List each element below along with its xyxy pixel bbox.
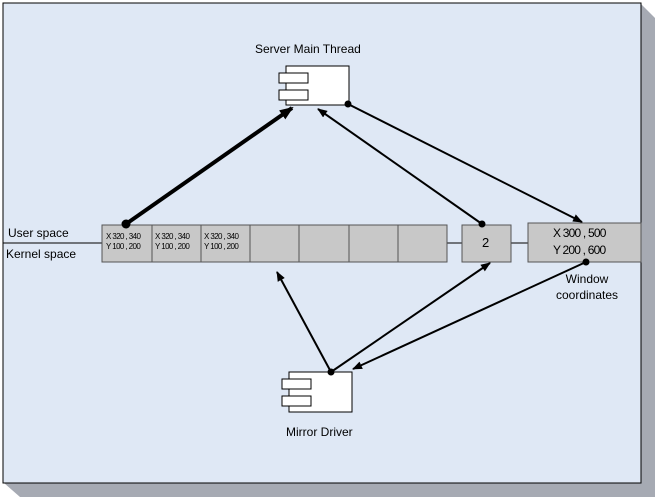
connector-dot bbox=[344, 100, 352, 108]
arrow-window-to-mirror bbox=[352, 261, 587, 370]
user-space-label: User space bbox=[8, 226, 69, 240]
arrow-server-to-window bbox=[347, 103, 583, 223]
arrow-count-to-server bbox=[317, 108, 483, 225]
server-component-icon bbox=[278, 65, 350, 106]
window-coords-y: Y 200 , 600 bbox=[553, 243, 606, 257]
kernel-space-label: Kernel space bbox=[6, 247, 77, 261]
mirror-driver-component-icon bbox=[281, 371, 353, 413]
arrow-mirror-to-count bbox=[330, 262, 491, 373]
queue-cell-2-x: X 320 , 340 bbox=[155, 232, 190, 241]
queue-cell-3-x: X 320 , 340 bbox=[204, 232, 239, 241]
queue-cell-2-y: Y 100 , 200 bbox=[155, 242, 190, 251]
queue-cell-2-text: X 320 , 340 Y 100 , 200 bbox=[155, 232, 190, 252]
queue-cell-1-text: X 320 , 340 Y 100 , 200 bbox=[106, 232, 141, 252]
queue-cell-1-y: Y 100 , 200 bbox=[106, 242, 141, 251]
queue-count-box bbox=[461, 224, 512, 263]
queue-cell bbox=[298, 224, 350, 263]
connector-dot bbox=[327, 368, 335, 376]
queue-cell-3-y: Y 100 , 200 bbox=[204, 242, 239, 251]
queue-cell bbox=[151, 224, 202, 263]
connector-dots bbox=[121, 100, 590, 376]
mirror-driver-label: Mirror Driver bbox=[286, 425, 353, 439]
connector-dot bbox=[121, 219, 131, 229]
server-main-thread-label: Server Main Thread bbox=[255, 42, 361, 56]
connector-dot bbox=[582, 258, 590, 266]
connector-dot bbox=[478, 220, 486, 228]
window-coords-x: X 300 , 500 bbox=[553, 226, 606, 240]
arrow-mirror-to-queue bbox=[276, 271, 332, 373]
window-coordinates-values: X 300 , 500 Y 200 , 600 bbox=[553, 225, 606, 259]
queue-cell-3-text: X 320 , 340 Y 100 , 200 bbox=[204, 232, 239, 252]
window-coordinates-box bbox=[527, 222, 642, 263]
arrow-queue-to-server bbox=[124, 106, 294, 226]
queue-cell-1-x: X 320 , 340 bbox=[106, 232, 141, 241]
queue-cell bbox=[397, 224, 448, 263]
window-coordinates-label: Window coordinates bbox=[542, 271, 632, 303]
window-coordinates-label-line1: Window bbox=[565, 272, 609, 286]
arrows bbox=[124, 103, 587, 373]
window-coordinates-label-line2: coordinates bbox=[555, 288, 619, 302]
queue-buffer bbox=[101, 224, 448, 263]
queue-cell bbox=[249, 224, 300, 263]
queue-cell bbox=[101, 224, 153, 263]
queue-cell bbox=[348, 224, 399, 263]
queue-count-value: 2 bbox=[482, 235, 490, 250]
